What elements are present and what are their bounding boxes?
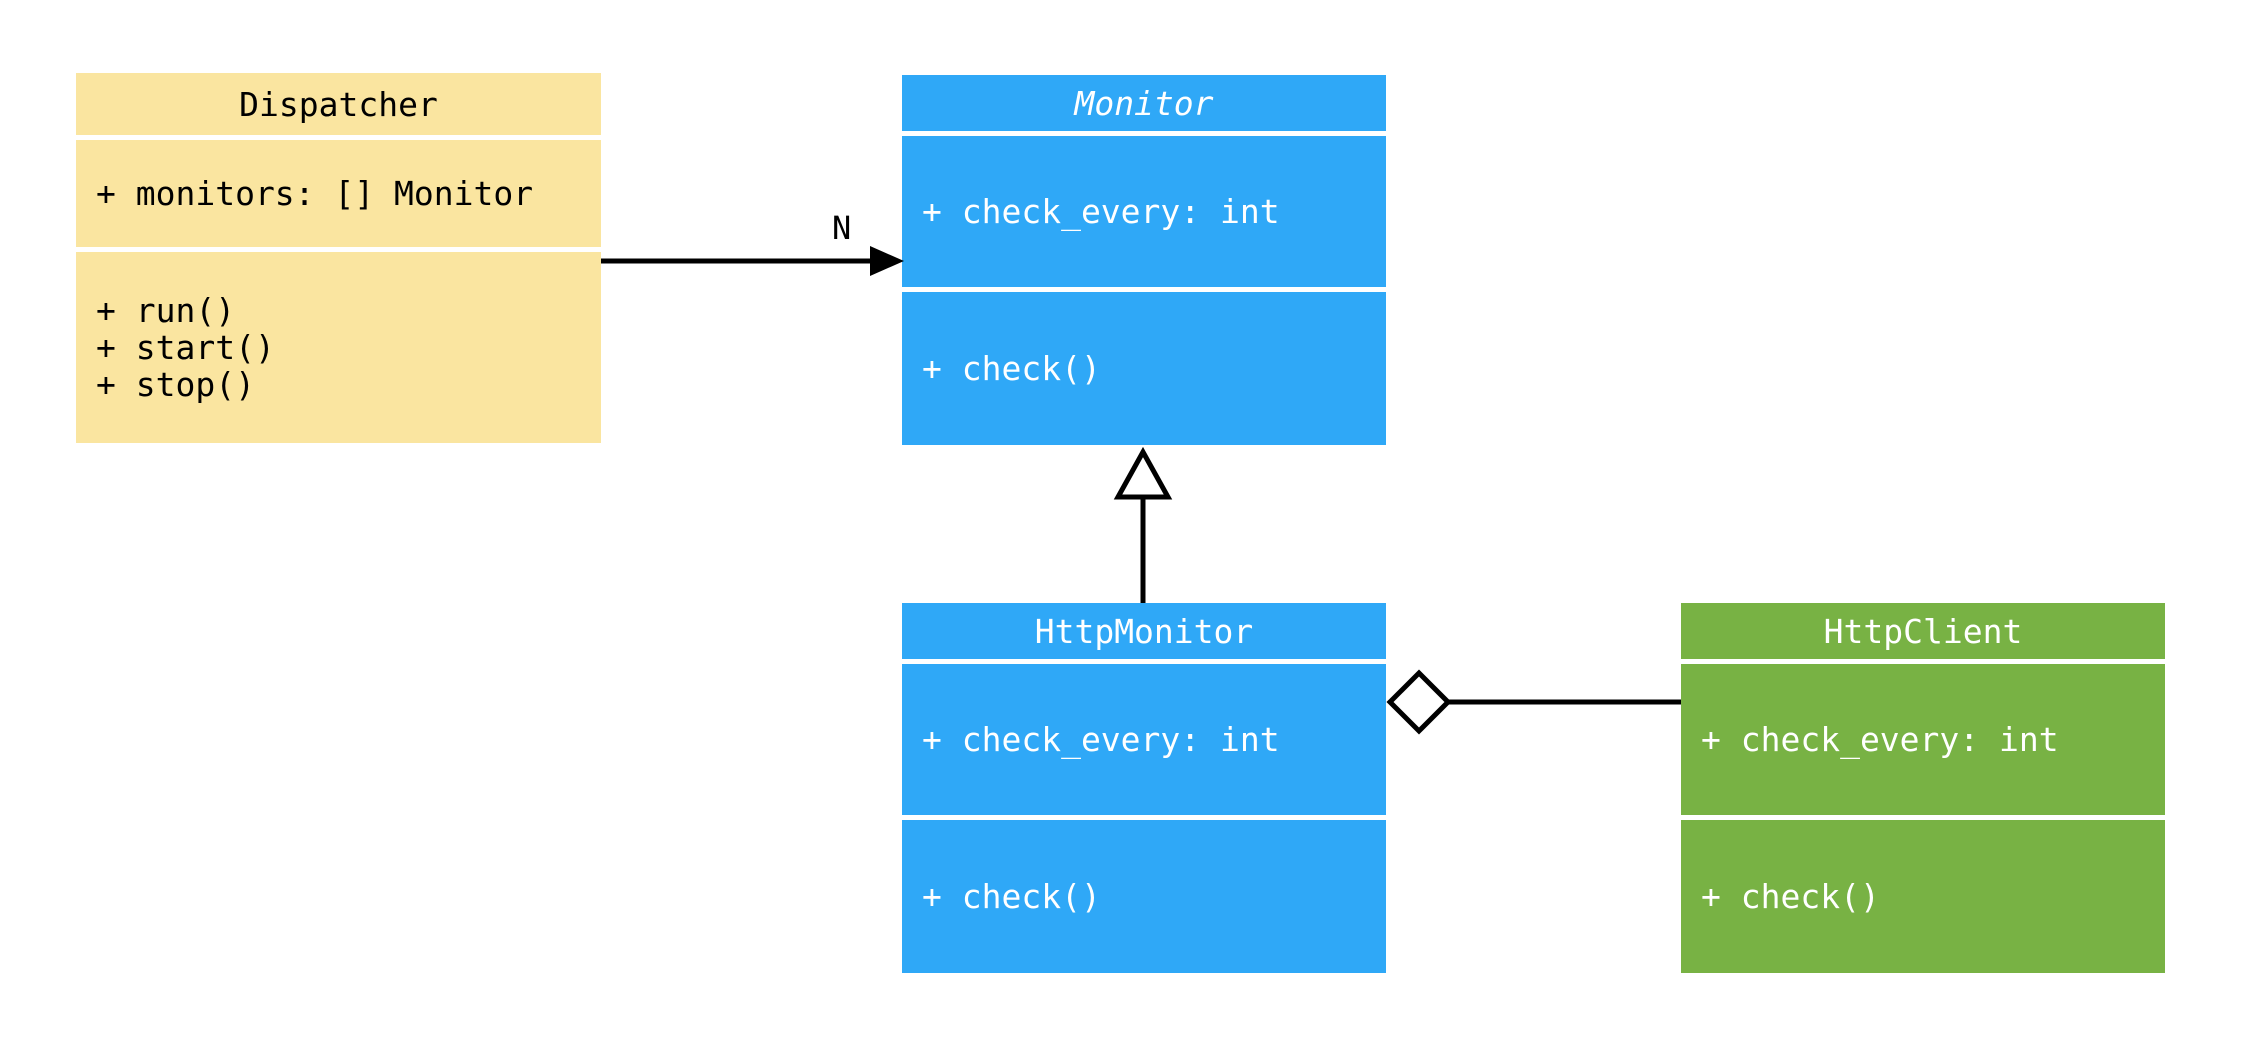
- method-line: + check(): [1701, 877, 1880, 916]
- aggregation-edge-httpmonitor-httpclient: [1386, 669, 1681, 735]
- class-monitor-title: Monitor: [1074, 83, 1214, 123]
- class-monitor-attributes: + check_every: int: [902, 136, 1386, 287]
- section-divider: [76, 135, 601, 140]
- method-line: + check(): [922, 877, 1101, 916]
- association-edge-dispatcher-monitor: [601, 246, 904, 276]
- class-dispatcher-title: Dispatcher: [239, 84, 438, 124]
- class-httpclient-attributes: + check_every: int: [1681, 664, 2165, 815]
- association-multiplicity-label: N: [832, 209, 852, 247]
- class-httpmonitor-methods: + check(): [902, 820, 1386, 973]
- class-httpmonitor-title: HttpMonitor: [1034, 611, 1254, 651]
- filled-arrowhead-icon: [870, 246, 904, 276]
- method-line: + check(): [922, 349, 1101, 388]
- section-divider: [902, 287, 1386, 292]
- attribute-line: + check_every: int: [922, 720, 1280, 759]
- attribute-line: + check_every: int: [922, 192, 1280, 231]
- class-dispatcher-attributes: + monitors: [] Monitor: [76, 140, 601, 247]
- section-divider: [76, 247, 601, 252]
- hollow-triangle-arrowhead-icon: [1113, 446, 1173, 500]
- method-line: + stop(): [96, 365, 255, 404]
- class-dispatcher-methods: + run() + start() + stop(): [76, 252, 601, 443]
- hollow-diamond-icon: [1386, 669, 1452, 735]
- section-divider: [1681, 659, 2165, 664]
- class-httpmonitor: HttpMonitor + check_every: int + check(): [902, 603, 1386, 973]
- section-divider: [902, 131, 1386, 136]
- method-line: + run(): [96, 291, 236, 330]
- section-divider: [1681, 815, 2165, 820]
- class-httpclient-methods: + check(): [1681, 820, 2165, 973]
- generalization-edge-httpmonitor-monitor: [1113, 446, 1173, 603]
- section-divider: [902, 659, 1386, 664]
- section-divider: [902, 815, 1386, 820]
- method-line: + start(): [96, 328, 275, 367]
- class-httpmonitor-attributes: + check_every: int: [902, 664, 1386, 815]
- attribute-line: + check_every: int: [1701, 720, 2059, 759]
- attribute-line: + monitors: [] Monitor: [96, 174, 534, 213]
- class-httpclient: HttpClient + check_every: int + check(): [1681, 603, 2165, 973]
- class-monitor-methods: + check(): [902, 292, 1386, 445]
- class-httpclient-title: HttpClient: [1823, 611, 2023, 651]
- class-dispatcher: Dispatcher + monitors: [] Monitor + run(…: [76, 73, 601, 443]
- class-monitor: Monitor + check_every: int + check(): [902, 75, 1386, 445]
